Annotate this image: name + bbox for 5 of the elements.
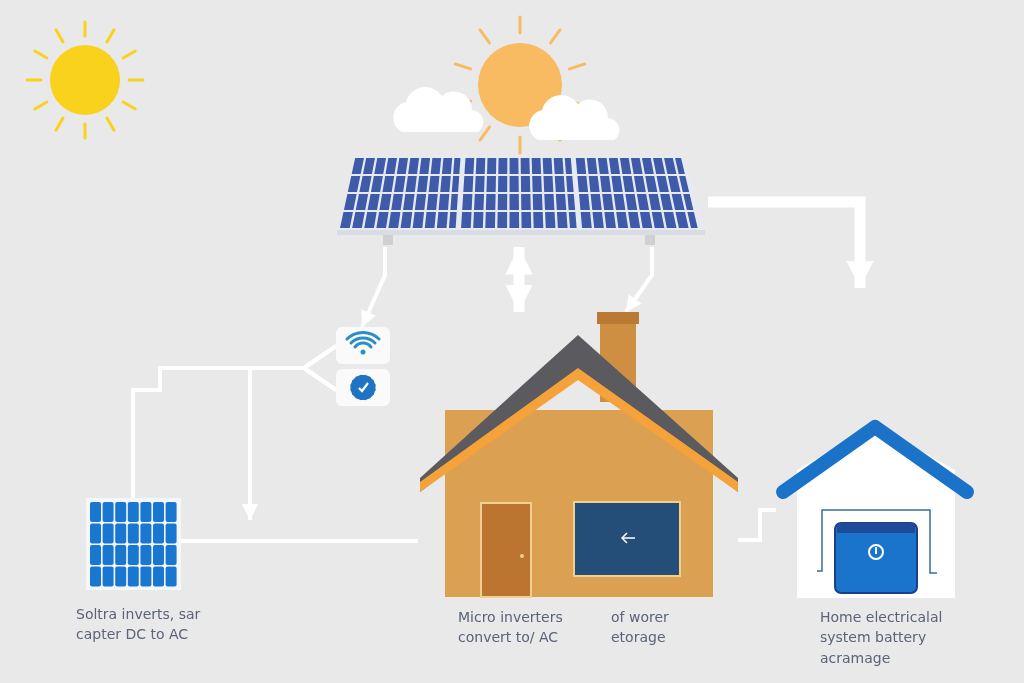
arrow (624, 247, 654, 314)
caption-text: Micro inverters convert to/ AC (458, 608, 564, 648)
caption-text: Soltra inverts, sar capter DC to AC (76, 605, 202, 645)
caption-text: Home electricalal system battery acramage (820, 608, 944, 668)
caption-text: of worer etorage (611, 608, 670, 648)
